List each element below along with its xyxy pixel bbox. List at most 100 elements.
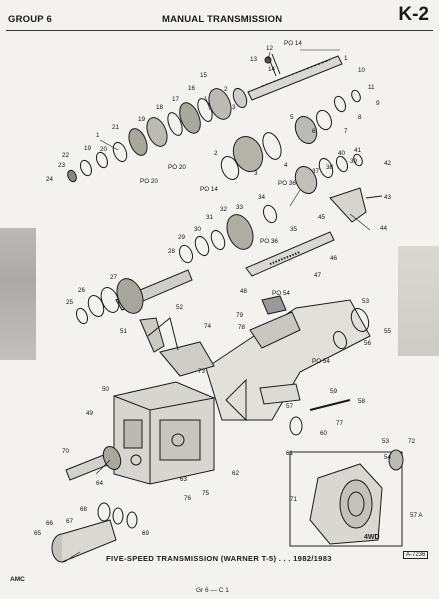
callout-3b: 3 (254, 170, 258, 177)
4wd-adapter-inset (289, 449, 404, 547)
callout-38: 38 (326, 164, 334, 171)
callout-19: 19 (138, 116, 146, 123)
callout-20: 20 (100, 146, 108, 153)
callout-15: 15 (200, 72, 208, 79)
callout-po20a: PO 20 (168, 164, 186, 171)
callout-44: 44 (380, 225, 388, 232)
callout-po14: PO 14 (284, 40, 302, 47)
callout-53b: 53 (382, 438, 390, 445)
callout-71: 71 (290, 496, 298, 503)
callout-74: 74 (204, 323, 212, 330)
callout-40: 40 (338, 150, 346, 157)
callout-25: 25 (66, 299, 74, 306)
callout-49: 49 (86, 410, 94, 417)
callout-51: 51 (120, 328, 128, 335)
callout-23: 23 (58, 162, 66, 169)
callout-22: 22 (62, 152, 70, 159)
section-code: K-2 (398, 4, 429, 25)
callout-1: 1 (344, 55, 348, 62)
inset-4wd-label: 4WD (364, 534, 380, 541)
figure-code: A-7236 (403, 551, 429, 559)
callout-57a: 57 A (410, 512, 423, 519)
callout-58: 58 (358, 398, 366, 405)
group-label: GROUP 6 (8, 14, 52, 25)
callout-43: 43 (384, 194, 392, 201)
callout-24: 24 (46, 176, 54, 183)
callout-7: 7 (344, 128, 348, 135)
callout-19b: 19 (84, 145, 92, 152)
callout-39: 39 (350, 158, 358, 165)
callout-9: 9 (376, 100, 380, 107)
callout-61: 61 (286, 450, 294, 457)
callout-72: 72 (408, 438, 416, 445)
callout-11: 11 (368, 84, 375, 91)
callout-28: 28 (168, 248, 176, 255)
callout-po36b: PO 36 (260, 238, 278, 245)
callout-66: 66 (46, 520, 54, 527)
callout-21: 21 (112, 124, 120, 131)
callout-po14b: PO 14 (200, 186, 218, 193)
callout-41: 41 (354, 147, 362, 154)
callout-55: 55 (384, 328, 392, 335)
callout-6: 6 (312, 128, 316, 135)
mainshaft-assembly (67, 53, 361, 183)
callout-14: 14 (268, 66, 276, 73)
callout-56: 56 (364, 340, 372, 347)
figure-caption: FIVE-SPEED TRANSMISSION (WARNER T-5) . .… (106, 554, 332, 563)
callout-12: 12 (266, 45, 274, 52)
callout-4: 4 (284, 162, 288, 169)
header-rule (6, 30, 433, 31)
callout-1b: 1 (96, 132, 100, 139)
callout-leaders (69, 49, 371, 559)
tape-mark-left (0, 228, 36, 360)
callout-26: 26 (78, 287, 86, 294)
callout-70: 70 (62, 448, 70, 455)
callout-2b: 2 (214, 150, 218, 157)
callout-53: 53 (362, 298, 370, 305)
callout-30: 30 (194, 226, 202, 233)
callout-62: 62 (232, 470, 240, 477)
callout-33: 33 (236, 204, 244, 211)
callout-77: 77 (336, 420, 344, 427)
callout-5: 5 (290, 114, 294, 121)
callout-27: 27 (110, 274, 118, 281)
callout-50: 50 (102, 386, 110, 393)
callout-37: 37 (312, 168, 320, 175)
callout-69: 69 (142, 530, 150, 537)
footer-page-number: Gr 6 — C 1 (196, 587, 229, 594)
tape-mark-right (398, 246, 439, 356)
callout-64: 64 (96, 480, 104, 487)
callout-67: 67 (66, 518, 74, 525)
callout-29: 29 (178, 234, 186, 241)
callout-52: 52 (176, 304, 184, 311)
callout-po54a: PO 54 (272, 290, 290, 297)
callout-63: 63 (180, 476, 188, 483)
callout-46: 46 (330, 255, 338, 262)
callout-54: 54 (384, 454, 392, 461)
callout-8: 8 (358, 114, 362, 121)
callout-32: 32 (220, 206, 228, 213)
footer-maker: AMC (10, 576, 25, 583)
callout-16: 16 (188, 85, 196, 92)
callout-57: 57 (286, 403, 294, 410)
callout-60: 60 (320, 430, 328, 437)
callout-po36a: PO 36 (278, 180, 296, 187)
callout-79: 79 (236, 312, 244, 319)
transmission-case (113, 381, 351, 485)
callout-18: 18 (156, 104, 164, 111)
callout-35: 35 (290, 226, 298, 233)
callout-42: 42 (384, 160, 392, 167)
callout-3: 3 (232, 104, 236, 111)
callout-2: 2 (224, 86, 228, 93)
synchronizer-assembly (220, 132, 383, 223)
callout-45: 45 (318, 214, 326, 221)
callout-76: 76 (184, 495, 192, 502)
callout-59: 59 (330, 388, 338, 395)
page-title: MANUAL TRANSMISSION (162, 14, 283, 25)
callout-47: 47 (314, 272, 322, 279)
callout-48: 48 (240, 288, 248, 295)
extension-housing (147, 295, 371, 422)
callout-34: 34 (258, 194, 266, 201)
